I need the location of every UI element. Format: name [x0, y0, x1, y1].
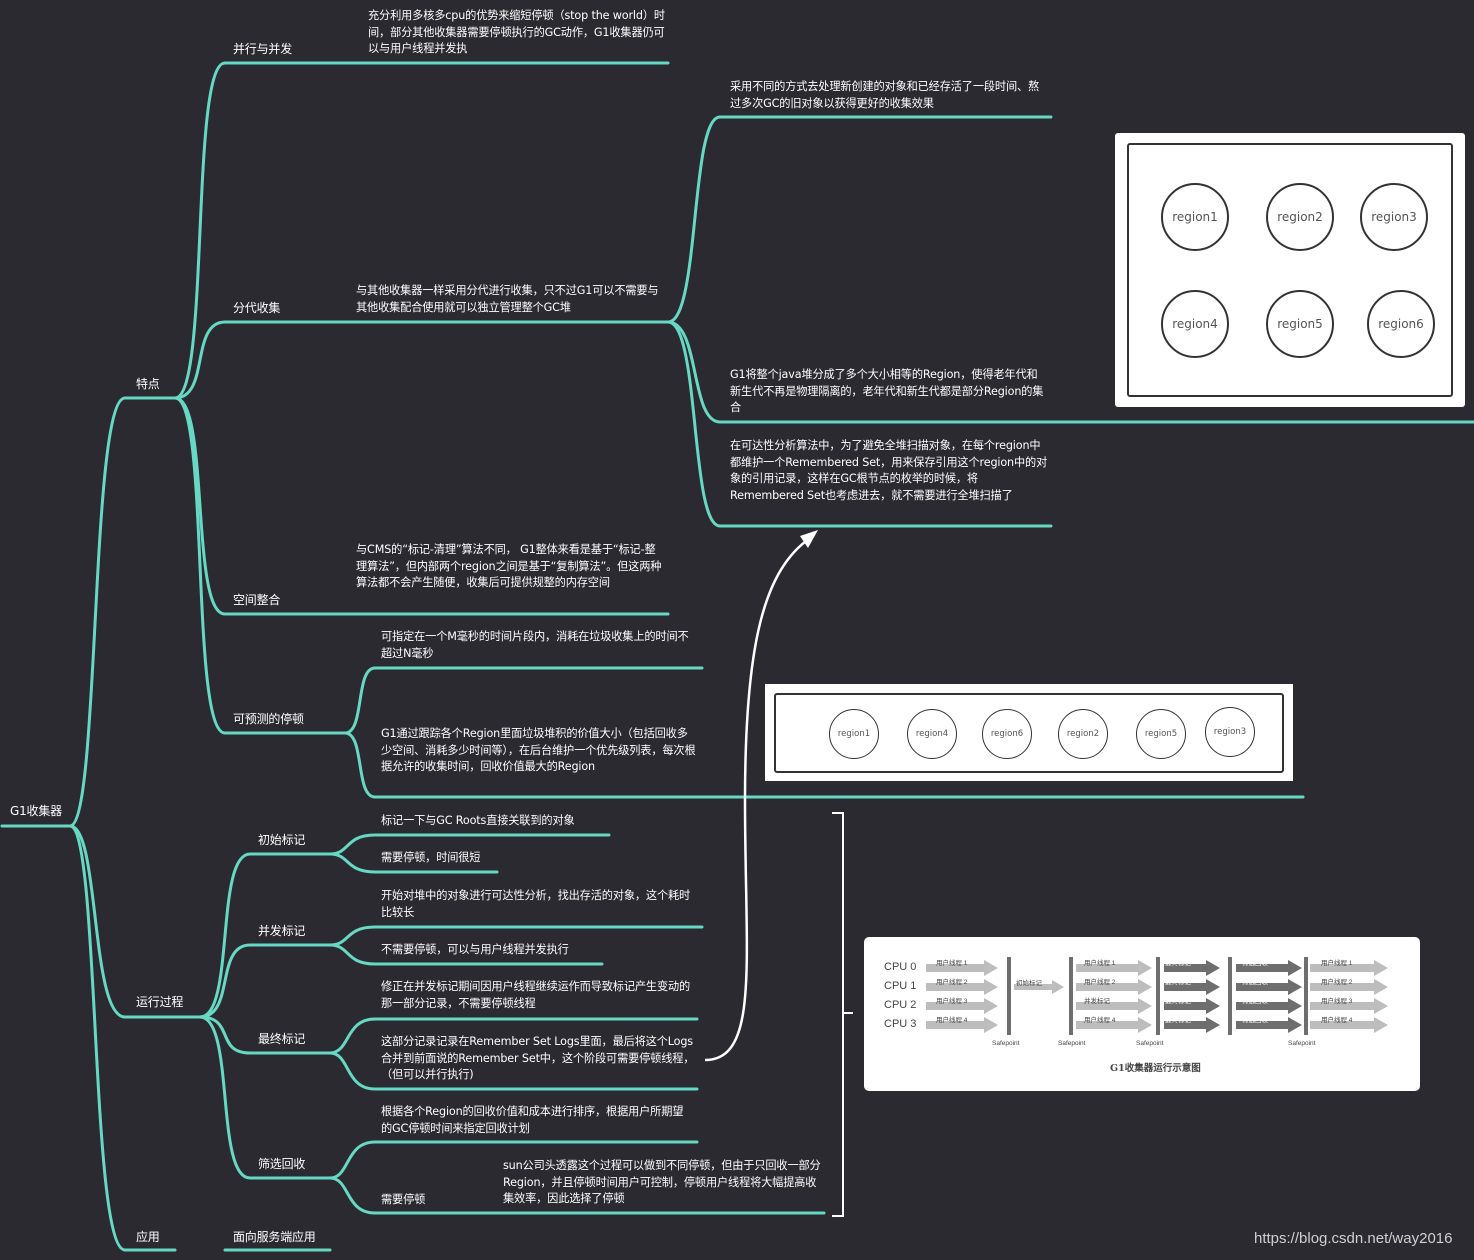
- features-label: 特点: [136, 377, 160, 391]
- cpu-label: CPU 1: [884, 980, 917, 992]
- thread-label: 用户线程 4: [936, 1017, 968, 1024]
- region-circle: region6: [1367, 290, 1435, 358]
- region-circle: region1: [829, 709, 879, 759]
- final-mark-text2: 这部分记录记录在Remember Set Logs里面，最后将这个Logs合并到…: [381, 1035, 695, 1081]
- region-priority-figure: region1 region4 region6 region2 region5 …: [765, 684, 1293, 781]
- generational-sub1: 采用不同的方式去处理新创建的对象和已经存活了一段时间、熬过多次GC的旧对象以获得…: [730, 80, 1040, 110]
- g1-run-arrows: [926, 957, 1388, 1035]
- generational-label: 分代收集: [233, 301, 281, 315]
- generational-text: 与其他收集器一样采用分代进行收集，只不过G1可以不需要与其他收集配合使用就可以独…: [356, 284, 659, 314]
- thread-label: 用户线程 2: [1321, 979, 1353, 986]
- safepoint-label: Safepoint: [1058, 1040, 1086, 1047]
- generational-sub3: 在可达性分析算法中，为了避免全堆扫描对象，在每个region中都维护一个Reme…: [730, 439, 1048, 502]
- initial-mark-stage: 初始标记: [1016, 980, 1042, 987]
- safepoint-label: Safepoint: [1288, 1040, 1316, 1047]
- initial-mark-text1: 标记一下与GC Roots直接关联到的对象: [381, 814, 575, 827]
- region-circle: region2: [1058, 709, 1108, 759]
- region-heap-figure: region1 region2 region3 region4 region5 …: [1115, 133, 1465, 407]
- region-circle: region3: [1360, 183, 1428, 251]
- parallel-label: 并行与并发: [233, 42, 293, 56]
- final-mark-label: 最终标记: [258, 1032, 306, 1046]
- cpu-label: CPU 3: [884, 1018, 917, 1030]
- compaction-text: 与CMS的“标记-清理”算法不同， G1整体来看是基于“标记-整理算法”，但内部…: [356, 543, 662, 589]
- screening-text1: 根据各个Region的回收价值和成本进行排序，根据用户所期望的GC停顿时间来指定…: [381, 1105, 684, 1135]
- region-circle: region5: [1266, 290, 1334, 358]
- initial-mark-label: 初始标记: [258, 833, 306, 847]
- predictable-text1: 可指定在一个M毫秒的时间片段内，消耗在垃圾收集上的时间不超过N毫秒: [381, 630, 689, 660]
- screening-stage: 筛选回收: [1242, 1017, 1268, 1024]
- region-circle: region4: [907, 709, 957, 759]
- final-mark-stage: 最终标记: [1165, 1017, 1191, 1024]
- thread-label: 用户线程 3: [1321, 998, 1353, 1005]
- root-label: G1收集器: [10, 804, 62, 818]
- final-mark-stage: 最终标记: [1165, 979, 1191, 986]
- thread-label: 用户线程 4: [1321, 1017, 1353, 1024]
- region-circle: region4: [1161, 290, 1229, 358]
- final-mark-stage: 最终标记: [1165, 960, 1191, 967]
- final-mark-text1: 修正在并发标记期间因用户线程继续运作而导致标记产生变动的那一部分记录，不需要停顿…: [381, 980, 691, 1010]
- cpu-label: CPU 2: [884, 999, 917, 1011]
- heap-frame: [1127, 143, 1453, 397]
- predictable-text2: G1通过跟踪各个Region里面垃圾堆积的价值大小（包括回收多少空间、消耗多少时…: [381, 727, 696, 773]
- region-circle: region2: [1266, 183, 1334, 251]
- concurrent-mark-label: 并发标记: [258, 924, 306, 938]
- safepoint-label: Safepoint: [992, 1040, 1020, 1047]
- application-text: 面向服务端应用: [233, 1230, 316, 1244]
- thread-label: 用户线程 2: [1084, 979, 1116, 986]
- screening-label: 筛选回收: [258, 1157, 306, 1171]
- generational-sub2: G1将整个java堆分成了多个大小相等的Region，使得老年代和新生代不再是物…: [730, 368, 1044, 414]
- priority-frame: [774, 693, 1284, 773]
- screening-sublabel: 需要停顿: [381, 1193, 426, 1206]
- thread-label: 用户线程 4: [1084, 1017, 1116, 1024]
- final-mark-stage: 最终标记: [1165, 998, 1191, 1005]
- process-label: 运行过程: [136, 995, 184, 1009]
- concurrent-mark-text1: 开始对堆中的对象进行可达性分析，找出存活的对象，这个耗时比较长: [381, 889, 691, 919]
- compaction-label: 空间整合: [233, 593, 281, 607]
- thread-label: 用户线程 1: [936, 960, 968, 967]
- screening-stage: 筛选回收: [1242, 998, 1268, 1005]
- region-circle: region6: [982, 709, 1032, 759]
- g1-run-figure: CPU 0 CPU 1 CPU 2 CPU 3 用户线程 1 用户线程 2 用户…: [864, 937, 1420, 1091]
- screening-text2: sun公司头透露这个过程可以做到不同停顿，但由于只回收一部分Region，并且停…: [503, 1159, 821, 1205]
- region-circle: region1: [1161, 183, 1229, 251]
- screening-stage: 筛选回收: [1242, 960, 1268, 967]
- application-label: 应用: [136, 1230, 160, 1244]
- screening-stage: 筛选回收: [1242, 979, 1268, 986]
- thread-label: 用户线程 2: [936, 979, 968, 986]
- cpu-label: CPU 0: [884, 961, 917, 973]
- concurrent-mark-stage: 并发标记: [1084, 998, 1110, 1005]
- figure-caption: G1收集器运行示意图: [1110, 1063, 1201, 1074]
- safepoint-label: Safepoint: [1136, 1040, 1164, 1047]
- region-circle: region3: [1205, 707, 1255, 757]
- thread-label: 用户线程 3: [936, 998, 968, 1005]
- thread-label: 用户线程 1: [1321, 960, 1353, 967]
- parallel-text: 充分利用多核多cpu的优势来缩短停顿（stop the world）时间，部分其…: [368, 9, 665, 55]
- watermark: https://blog.csdn.net/way2016: [1254, 1230, 1453, 1247]
- predictable-label: 可预测的停顿: [233, 712, 304, 726]
- thread-label: 用户线程 1: [1084, 960, 1116, 967]
- initial-mark-text2: 需要停顿，时间很短: [381, 851, 481, 864]
- concurrent-mark-text2: 不需要停顿，可以与用户线程并发执行: [381, 943, 569, 956]
- region-circle: region5: [1136, 709, 1186, 759]
